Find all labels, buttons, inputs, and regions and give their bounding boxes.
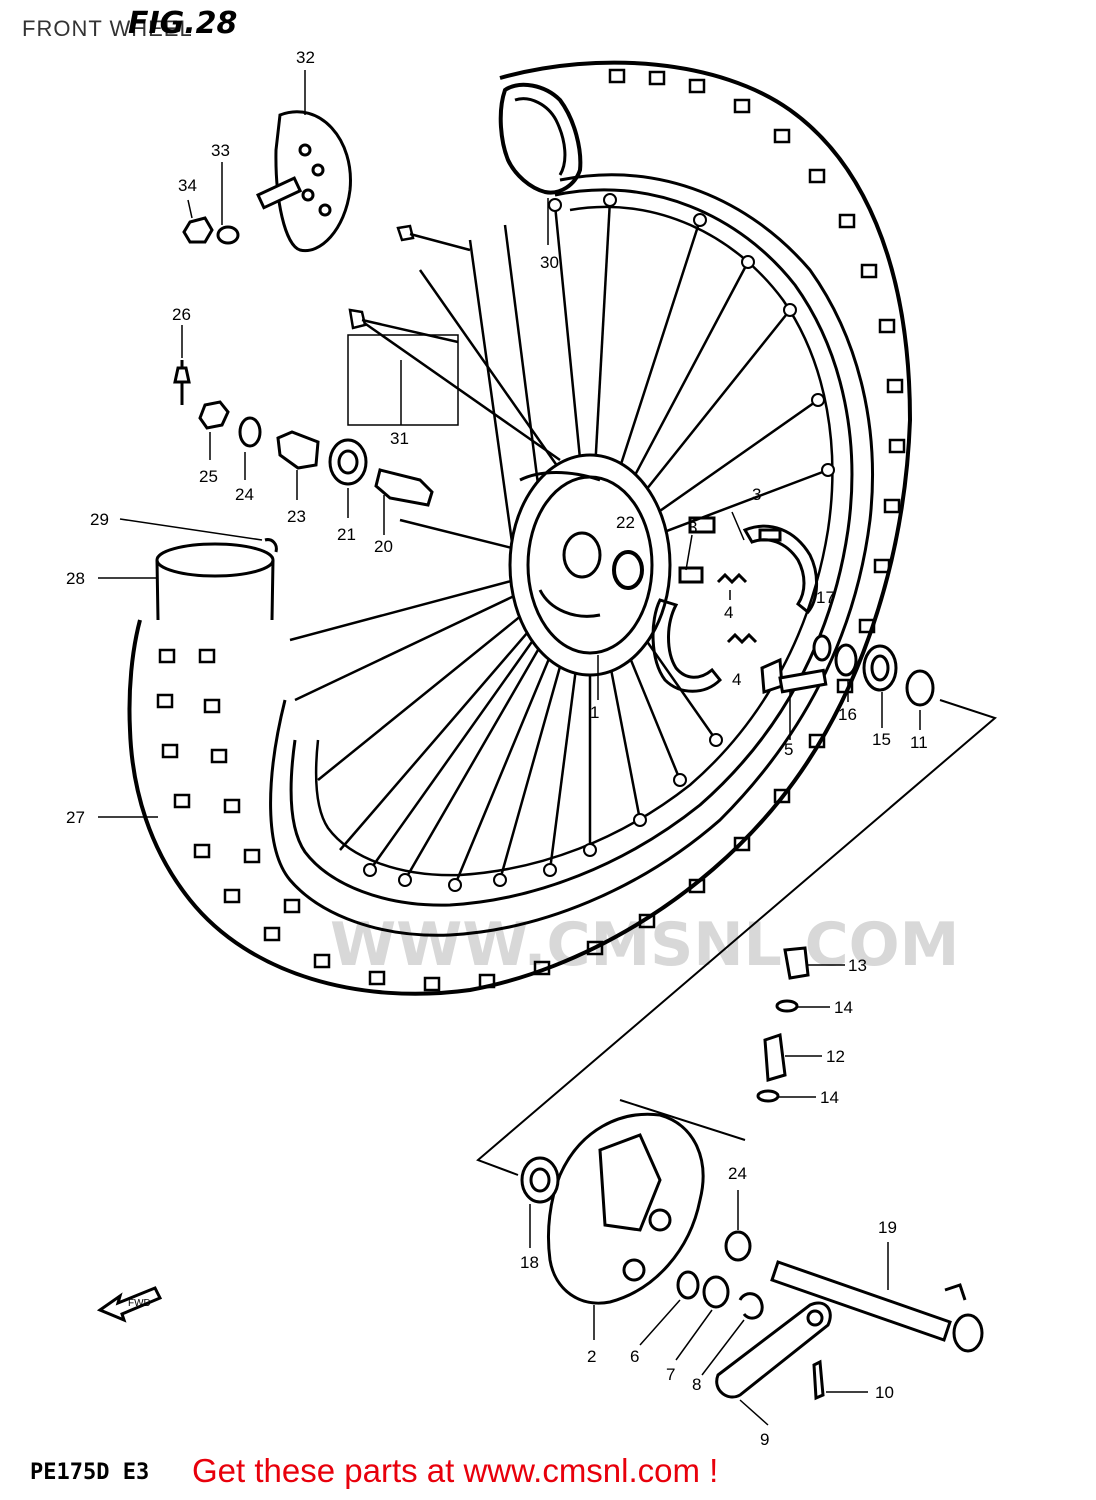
tire-inner	[269, 173, 874, 937]
bolt-10	[812, 1359, 825, 1401]
part-label: 34	[178, 176, 197, 195]
part-label: 27	[66, 808, 85, 827]
part-label: 20	[374, 537, 393, 556]
spoke-nipples	[363, 193, 835, 892]
axle-19	[770, 1260, 984, 1353]
part-label: 14	[834, 998, 853, 1017]
part-label: 14	[820, 1088, 839, 1107]
rim-outer	[289, 188, 854, 907]
part-label: 13	[848, 956, 867, 975]
speedo-gear-12	[763, 1032, 787, 1082]
spring-8	[738, 1292, 764, 1320]
part-label: 2	[587, 1347, 596, 1366]
part-label: 19	[878, 1218, 897, 1237]
part-label: 9	[760, 1430, 769, 1449]
left-side-parts	[173, 110, 434, 507]
brake-panel-2	[547, 1112, 705, 1305]
part-label: 29	[90, 510, 109, 529]
brake-cam	[760, 657, 828, 695]
part-label: 4	[732, 670, 741, 689]
part-label: 24	[235, 485, 254, 504]
part-label: 32	[296, 48, 315, 67]
seal-11	[905, 669, 935, 707]
speedometer-parts	[756, 946, 810, 1103]
spoke-parts-31	[348, 224, 471, 344]
washer-33	[216, 225, 240, 245]
tire-section-left	[155, 542, 275, 578]
part-label: 33	[211, 141, 230, 160]
part-label: 28	[66, 569, 85, 588]
brake-arm-9	[715, 1301, 832, 1401]
brake-shoes	[651, 516, 818, 693]
promo-link[interactable]: Get these parts at www.cmsnl.com !	[192, 1452, 719, 1489]
part-label: 6	[630, 1347, 639, 1366]
model-code: PE175D E3	[30, 1460, 150, 1485]
fwd-label: FWD	[128, 1298, 151, 1309]
part-label: 3	[752, 485, 761, 504]
tire-outer	[127, 60, 913, 996]
washer-24	[238, 416, 262, 448]
section-title: FRONT WHEEL	[22, 16, 193, 41]
part-label: 12	[826, 1047, 845, 1066]
tire-section-top	[498, 82, 583, 195]
part-label: 22	[616, 513, 635, 532]
washer-14a	[775, 999, 799, 1013]
part-label: 4	[724, 603, 733, 622]
part-label: 3	[688, 518, 697, 537]
seal-18	[520, 1156, 560, 1204]
guide-lines	[347, 334, 998, 1176]
washer-24b	[724, 1230, 752, 1262]
part-labels: 32 33 34 30 26 31 25 24 23 21 20 22 3 3 …	[66, 48, 928, 1449]
part-label: 18	[520, 1253, 539, 1272]
brake-springs	[716, 572, 758, 645]
part-label: 30	[540, 253, 559, 272]
part-label: 25	[199, 467, 218, 486]
part-label: 23	[287, 507, 306, 526]
part-label: 21	[337, 525, 356, 544]
axle-nut-25	[198, 400, 230, 430]
bolt-33	[256, 176, 303, 210]
wheel-assembly	[127, 60, 913, 996]
spacer-23	[276, 430, 320, 470]
part-label: 8	[692, 1375, 701, 1394]
washer-7	[702, 1275, 730, 1309]
part-label: 7	[666, 1365, 675, 1384]
hub	[508, 453, 672, 677]
washer-14b	[756, 1089, 780, 1103]
lower-small-parts	[676, 1230, 764, 1320]
part-label: 31	[390, 429, 409, 448]
spacer-tube-20	[374, 468, 434, 507]
part-label: 17	[816, 588, 835, 607]
disc-guard-32	[274, 110, 352, 253]
circlip-6	[676, 1270, 700, 1300]
part-label: 15	[872, 730, 891, 749]
part-label: 24	[728, 1164, 747, 1183]
right-side-parts	[812, 634, 935, 707]
speedo-fitting-13	[783, 946, 810, 980]
nut-34	[182, 216, 214, 244]
leader-lines	[98, 70, 921, 1426]
circlip-17	[812, 634, 832, 662]
part-label: 10	[875, 1383, 894, 1402]
part-label: 16	[838, 705, 857, 724]
part-label: 1	[590, 703, 599, 722]
tire-tread	[156, 68, 906, 992]
part-label: 5	[784, 740, 793, 759]
washer-16	[834, 643, 858, 677]
part-label: 11	[910, 733, 928, 752]
rim-inner	[314, 205, 834, 877]
figure-number: FIG.28	[128, 6, 238, 41]
fwd-arrow: FWD	[96, 1286, 163, 1323]
part-label: 26	[172, 305, 191, 324]
